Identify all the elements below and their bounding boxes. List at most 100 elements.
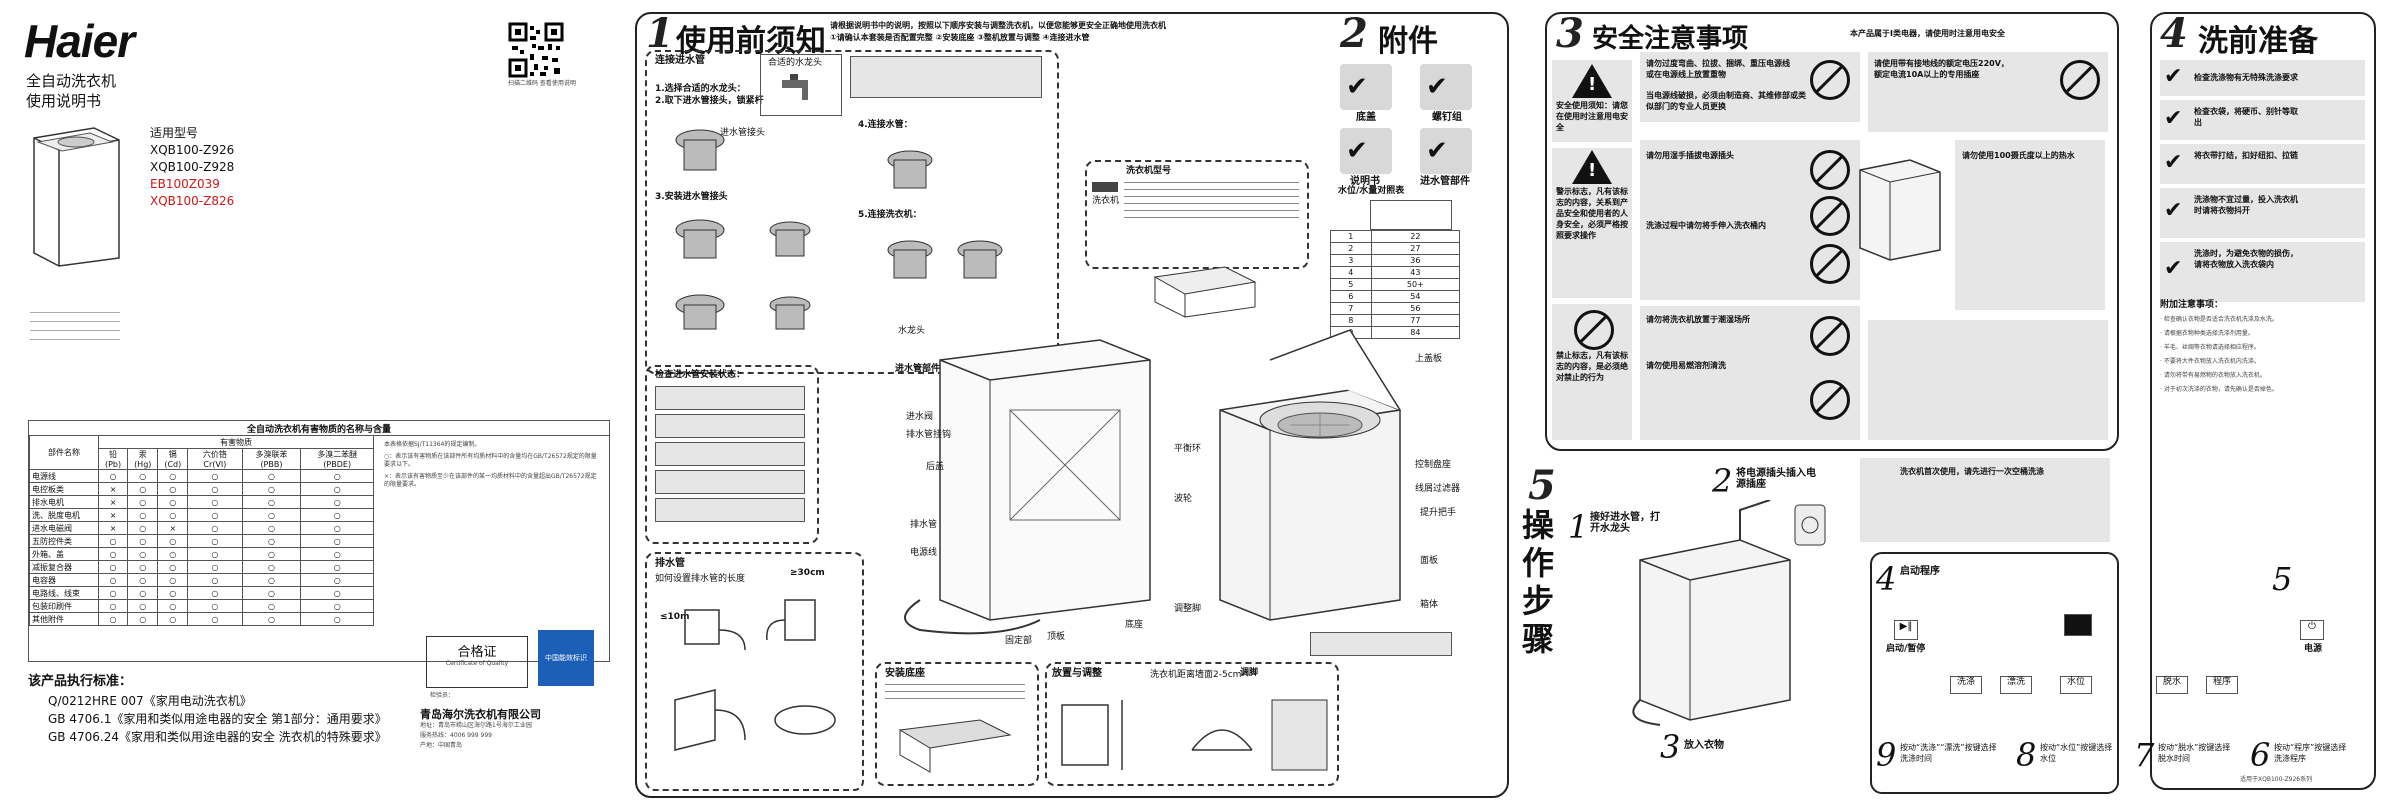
rohs-row: 其他附件○○○○○○ — [29, 612, 374, 626]
rohs-cell: ○ — [127, 521, 159, 535]
section-1-title: 使用前须知 — [676, 24, 826, 59]
part-cord-hook: 固定部 — [1005, 636, 1033, 646]
qr-code — [508, 22, 564, 78]
step-4: 4.连接水管： — [858, 120, 913, 130]
accessory-check-1: ✔ — [1346, 72, 1368, 102]
prep-item: 检查洗涤物有无特殊洗涤要求 — [2194, 73, 2298, 82]
rohs-cell: ○ — [300, 599, 374, 613]
display — [2064, 614, 2092, 636]
company-address: 地址：青岛市崂山区海尔路1号海尔工业园 — [420, 722, 532, 729]
rohs-row: 电源线○○○○○○ — [29, 469, 374, 483]
water-volume: 77 — [1370, 314, 1461, 327]
drain-box — [645, 552, 864, 791]
rohs-part: 包装印刷件 — [29, 599, 99, 613]
section-4-title: 洗前准备 — [2198, 24, 2318, 59]
section-2-number: 2 — [1340, 10, 1368, 57]
adjust-box — [1045, 662, 1339, 786]
rohs-cell: × — [97, 495, 129, 509]
rohs-cell: ○ — [241, 469, 302, 483]
washer-front-illustration — [1219, 330, 1401, 621]
rohs-cell: ○ — [157, 612, 189, 626]
washer-back-illustration — [904, 339, 1151, 635]
extra-item: · 对于初次洗涤的衣物，请先确认是否掉色。 — [2160, 386, 2278, 393]
energy-badge-text: 中国能效标识 — [545, 654, 587, 662]
water-level: 7 — [1330, 302, 1372, 315]
rohs-cell: ○ — [127, 482, 159, 496]
rohs-row: 电路线、线束○○○○○○ — [29, 586, 374, 600]
start-pause-button[interactable]: ▶‖ — [1894, 620, 1918, 640]
water-level: 8 — [1330, 314, 1372, 327]
op-step-5-num: 5 — [2272, 560, 2293, 598]
rohs-notes: 本表格依据SJ/T11364的规定编制。 ○：表示该有害物质在该部件所有均质材料… — [384, 441, 599, 489]
op-step-9-num: 9 — [1876, 736, 1897, 774]
part-top-panel: 顶板 — [1047, 632, 1066, 642]
prep-item: 洗涤物不宜过量，投入洗衣机时请将衣物抖开 — [2194, 195, 2298, 215]
rohs-cell: ○ — [187, 534, 243, 548]
rohs-header: 部件名称 — [29, 435, 99, 470]
part-body: 箱体 — [1420, 600, 1439, 610]
rohs-cell: ○ — [127, 534, 159, 548]
rohs-part: 电容器 — [29, 573, 99, 587]
program-button[interactable]: 程序 — [2206, 676, 2238, 694]
water-level: 3 — [1330, 254, 1372, 267]
rohs-cell: ○ — [127, 586, 159, 600]
connect-title: 连接进水管 — [655, 55, 705, 66]
rohs-cell: ○ — [97, 547, 129, 561]
water-level-button[interactable]: 水位 — [2060, 676, 2092, 694]
accessory-check-2: ✔ — [1426, 72, 1448, 102]
rohs-cell: ○ — [157, 586, 189, 600]
check-icon: ✔ — [2164, 198, 2183, 223]
spin-button-label: 脱水 — [2162, 677, 2181, 687]
extra-item: · 请勿将带有易燃物的衣物放入洗衣机。 — [2160, 372, 2266, 379]
op-step-6-num: 6 — [2250, 736, 2271, 774]
rule-6: 请勿将洗衣机放置于潮湿场所 — [1646, 315, 1750, 324]
drain-sub: 如何设置排水管的长度 — [655, 574, 746, 584]
extra-title: 附加注意事项： — [2160, 300, 2224, 310]
water-level: 5 — [1330, 278, 1372, 291]
attention-note-1 — [850, 56, 1042, 98]
water-volume: 36 — [1370, 254, 1461, 267]
rohs-cell: ○ — [127, 599, 159, 613]
rohs-cell: ○ — [187, 547, 243, 561]
drain-height: ≥30cm — [790, 568, 825, 578]
model-2: XQB100-Z928 — [150, 160, 235, 174]
rohs-row: 包装印刷件○○○○○○ — [29, 599, 374, 613]
rohs-part: 电控板类 — [29, 482, 99, 496]
warn-3-title: 禁止标志，凡有该标志的内容，是必须绝对禁止的行为 — [1556, 351, 1628, 382]
water-level-title: 水位/水量对照表 — [1338, 186, 1405, 196]
rohs-cell: ○ — [97, 560, 129, 574]
rohs-cell: ○ — [157, 495, 189, 509]
wash-button[interactable]: 洗涤 — [1950, 676, 1982, 694]
wash-button-label: 洗涤 — [1956, 677, 1975, 687]
rohs-cell: ○ — [127, 469, 159, 483]
accessory-screw-icon — [1420, 64, 1472, 110]
accessory-4: 进水管部件 — [1420, 176, 1470, 187]
section-2-title: 附件 — [1378, 24, 1438, 59]
rohs-note-1: 本表格依据SJ/T11364的规定编制。 — [384, 441, 481, 448]
op-step-1-num: 1 — [1568, 508, 1589, 546]
power-button[interactable]: ⏻ — [2300, 620, 2324, 640]
section-3-note: 本产品属于Ⅰ类电器，请使用时注意用电安全 — [1850, 29, 2005, 38]
detergent-notes — [1124, 182, 1299, 224]
install-title: 安装底座 — [885, 668, 925, 679]
rohs-row: 洗、脱度电机×○○○○○ — [29, 508, 374, 522]
rohs-note-3: ×：表示该有害物质至少在该部件的某一均质材料中的含量超出GB/T26572规定的… — [384, 473, 597, 488]
model-4: XQB100-Z826 — [150, 194, 235, 208]
part-lid: 上盖板 — [1415, 354, 1443, 364]
made-in: 产地：中国青岛 — [420, 742, 463, 749]
rohs-part: 其他附件 — [29, 612, 99, 626]
rohs-header: 铅(Pb) — [97, 448, 129, 470]
rinse-button[interactable]: 漂洗 — [2000, 676, 2032, 694]
prohibit-icon — [1810, 150, 1850, 190]
check-row — [655, 498, 805, 522]
drain-title: 排水管 — [655, 558, 685, 569]
section-3-number: 3 — [1556, 10, 1584, 57]
standard-2: GB 4706.1《家用和类似用途电器的安全 第1部分：通用要求》 — [48, 712, 387, 726]
prep-item: 检查衣袋，将硬币、别针等取出 — [2194, 107, 2298, 127]
section-1-subtitle: 请根据说明书中的说明，按照以下顺序安装与调整洗衣机，以便您能够更安全正确地使用洗… — [830, 21, 1166, 30]
spin-button[interactable]: 脱水 — [2156, 676, 2188, 694]
inlet-pipe-label: 进水管部件 — [895, 364, 941, 374]
